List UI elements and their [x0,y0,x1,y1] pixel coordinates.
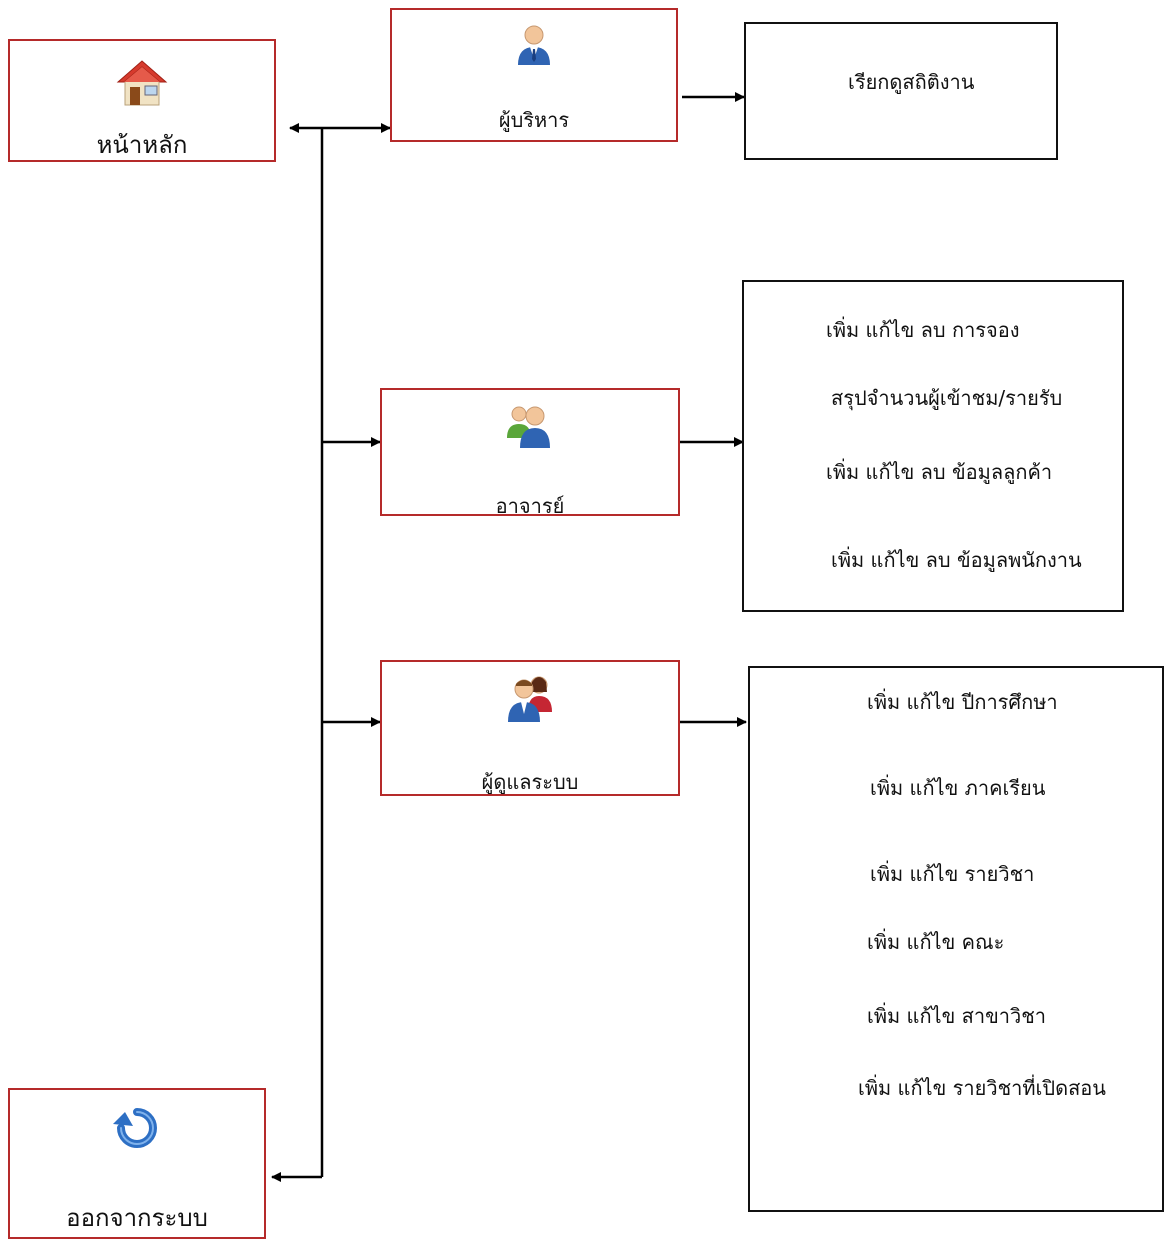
teacher-panel-item-2: สรุปจำนวนผู้เข้าชม/รายรับ [831,386,1063,410]
admin-users-icon [502,672,558,728]
logout-node[interactable]: ออกจากระบบ [8,1088,266,1239]
home-node[interactable]: หน้าหลัก [8,39,276,162]
user-group-icon [504,402,556,454]
executive-panel-item: เรียกดูสถิติงาน [848,70,975,94]
admin-label: ผู้ดูแลระบบ [481,770,579,794]
admin-node[interactable]: ผู้ดูแลระบบ [380,660,680,796]
teacher-panel-item-1: เพิ่ม แก้ไข ลบ การจอง [826,318,1020,342]
teacher-label: อาจารย์ [495,494,565,516]
teacher-panel-item-4: เพิ่ม แก้ไข ลบ ข้อมูลพนักงาน [831,548,1082,572]
teacher-function-panel: เพิ่ม แก้ไข ลบ การจอง สรุปจำนวนผู้เข้าชม… [742,280,1124,612]
executive-user-icon [514,24,554,70]
admin-panel-item-2: เพิ่ม แก้ไข ภาคเรียน [870,776,1046,800]
home-label: หน้าหลัก [96,131,188,159]
home-icon [115,55,169,113]
admin-panel-item-1: เพิ่ม แก้ไข ปีการศึกษา [867,690,1058,714]
teacher-panel-item-3: เพิ่ม แก้ไข ลบ ข้อมูลลูกค้า [826,460,1053,484]
admin-panel-item-6: เพิ่ม แก้ไข รายวิชาที่เปิดสอน [858,1076,1106,1100]
admin-panel-item-4: เพิ่ม แก้ไข คณะ [867,930,1005,954]
executive-function-panel: เรียกดูสถิติงาน [744,22,1058,160]
executive-node[interactable]: ผู้บริหาร [390,8,678,142]
refresh-icon [111,1104,163,1154]
admin-panel-item-3: เพิ่ม แก้ไข รายวิชา [870,862,1035,886]
admin-panel-item-5: เพิ่ม แก้ไข สาขาวิชา [867,1004,1047,1028]
admin-function-panel: เพิ่ม แก้ไข ปีการศึกษา เพิ่ม แก้ไข ภาคเร… [748,666,1164,1212]
teacher-node[interactable]: อาจารย์ [380,388,680,516]
logout-label: ออกจากระบบ [66,1204,208,1232]
executive-label: ผู้บริหาร [498,108,570,132]
